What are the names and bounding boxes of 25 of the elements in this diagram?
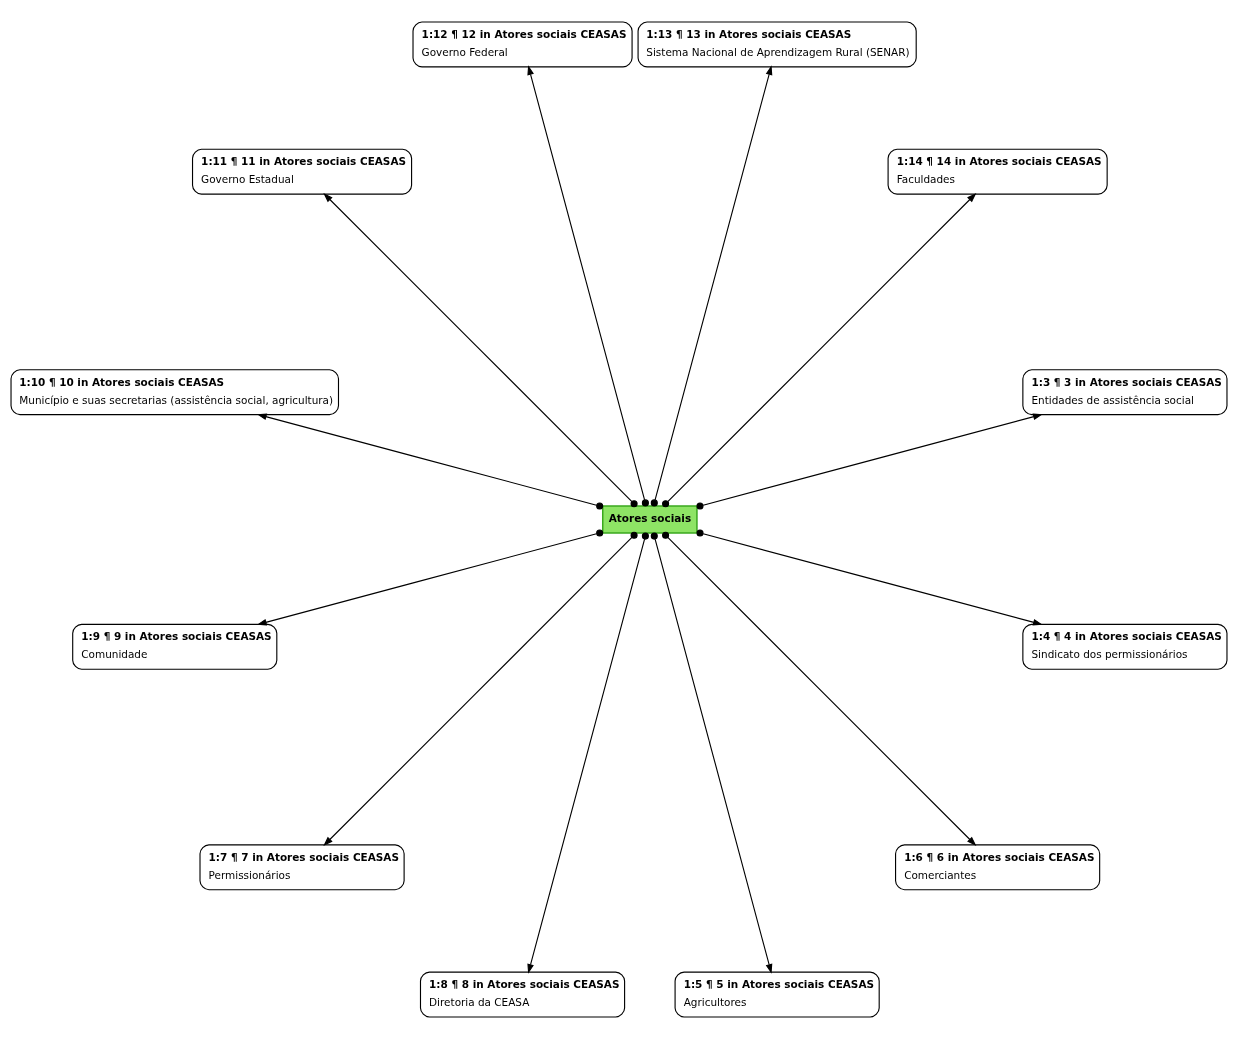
- arrow: [696, 413, 1043, 510]
- node-box: 1:13 ¶ 13 in Atores sociais CEASAS Sistema Nacional de Aprendizagem Rural (SENAR): [637, 21, 917, 68]
- arrow: [323, 531, 638, 847]
- node-box: 1:8 ¶ 8 in Atores sociais CEASAS Diretoria da CEASA: [419, 971, 626, 1018]
- arrow: [256, 413, 604, 510]
- arrow: [323, 192, 638, 508]
- arrow: [650, 532, 773, 974]
- arrow: [256, 529, 604, 626]
- node-box: 1:14 ¶ 14 in Atores sociais CEASAS Faculdades: [887, 148, 1108, 195]
- node-box: 1:7 ¶ 7 in Atores sociais CEASAS Permissionários: [199, 844, 405, 891]
- node-box: 1:11 ¶ 11 in Atores sociais CEASAS Governo Estadual: [191, 148, 413, 195]
- arrow: [662, 192, 977, 508]
- node-box: 1:4 ¶ 4 in Atores sociais CEASAS Sindicato dos permissionários: [1022, 623, 1228, 670]
- arrow: [527, 65, 649, 507]
- node-box: 1:9 ¶ 9 in Atores sociais CEASAS Comunidade: [72, 623, 278, 670]
- node-box: 1:12 ¶ 12 in Atores sociais CEASAS Governo Federal: [412, 21, 633, 68]
- arrow: [696, 529, 1043, 626]
- node-box: 1:3 ¶ 3 in Atores sociais CEASAS Entidades de assistência social: [1022, 369, 1228, 416]
- node-box: 1:5 ¶ 5 in Atores sociais CEASAS Agricultores: [674, 971, 880, 1018]
- node-box: 1:10 ¶ 10 in Atores sociais CEASAS Município e suas secretarias (assistência social, agricultura): [10, 369, 340, 416]
- node-box: 1:6 ¶ 6 in Atores sociais CEASAS Comerciantes: [895, 844, 1101, 891]
- arrow: [527, 532, 649, 974]
- arrow: [650, 65, 773, 507]
- node-box: Atores sociais: [602, 505, 698, 534]
- arrow: [662, 531, 977, 847]
